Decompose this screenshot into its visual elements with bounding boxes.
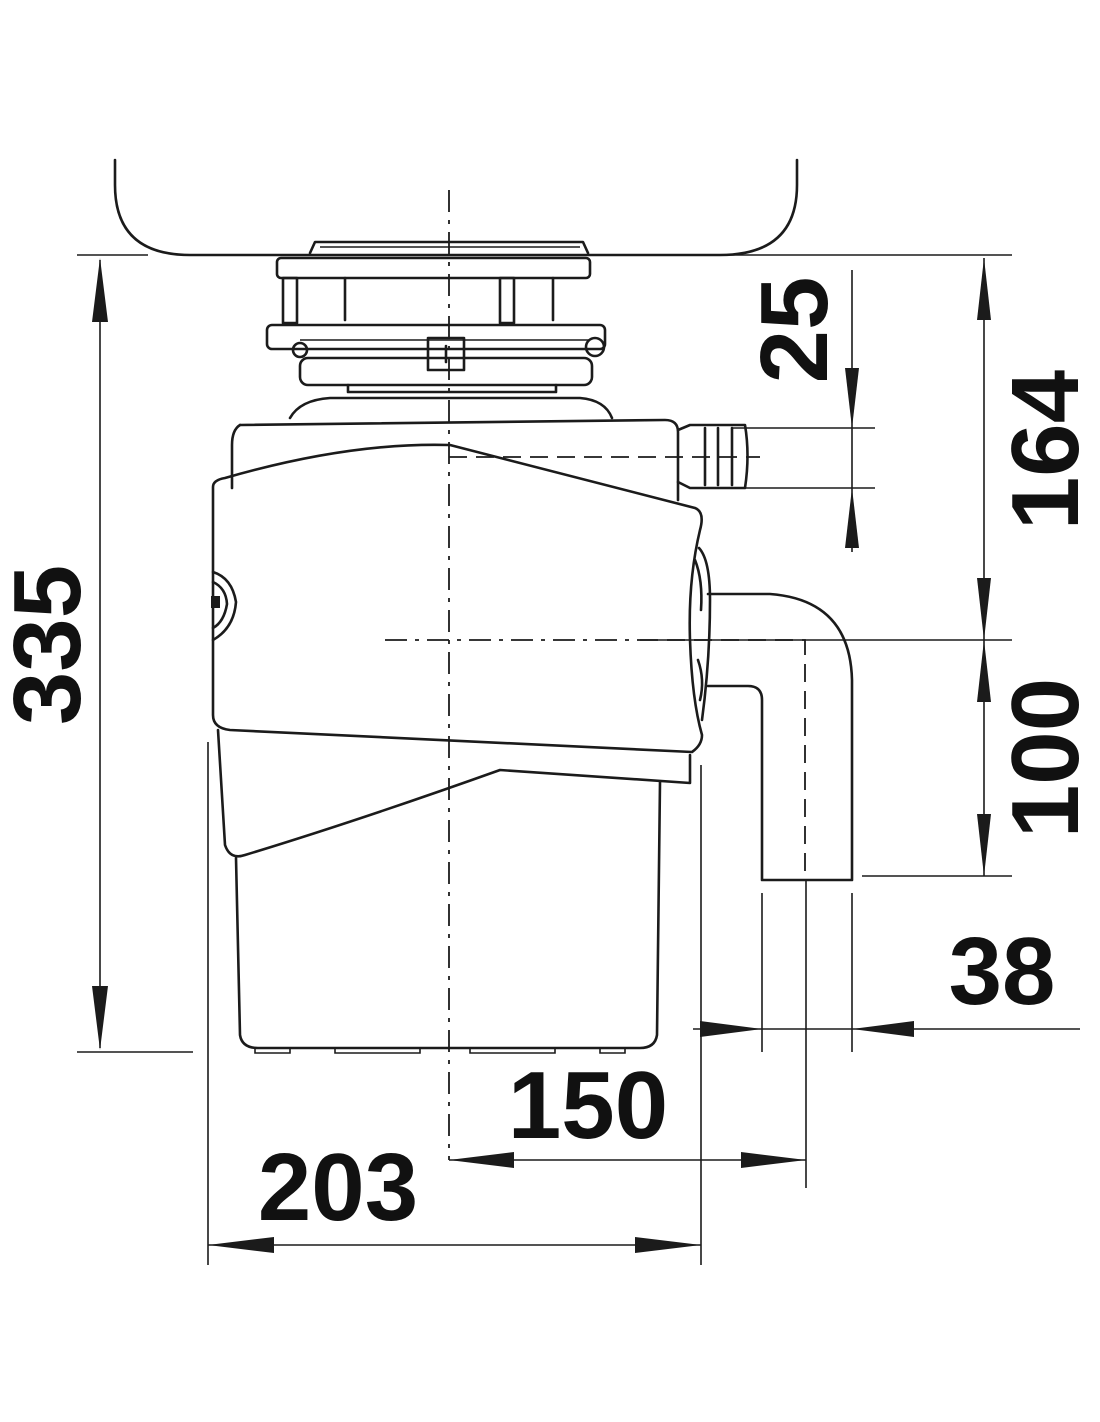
dim-38: 38 bbox=[693, 918, 1080, 1037]
extension-lines bbox=[77, 254, 1012, 1265]
dim-335: 335 bbox=[0, 258, 108, 1050]
dim-100: 100 bbox=[977, 640, 1099, 876]
dim-38-label: 38 bbox=[949, 918, 1056, 1025]
dim-150: 150 bbox=[449, 1052, 806, 1168]
dim-203-label: 203 bbox=[258, 1134, 418, 1241]
sink-flange-assembly bbox=[265, 240, 607, 394]
dishwasher-inlet bbox=[676, 423, 749, 490]
sink-bowl-outline bbox=[113, 158, 799, 257]
dim-203: 203 bbox=[208, 1134, 701, 1253]
dim-150-label: 150 bbox=[508, 1052, 668, 1159]
dim-164-label: 164 bbox=[992, 370, 1099, 530]
disposer-body bbox=[211, 396, 712, 1054]
dim-335-label: 335 bbox=[0, 565, 101, 725]
dim-25: 25 bbox=[741, 270, 859, 552]
outlet-elbow bbox=[640, 592, 854, 882]
dim-25-label: 25 bbox=[741, 277, 848, 384]
dim-164: 164 bbox=[977, 258, 1099, 640]
dim-100-label: 100 bbox=[992, 678, 1099, 838]
